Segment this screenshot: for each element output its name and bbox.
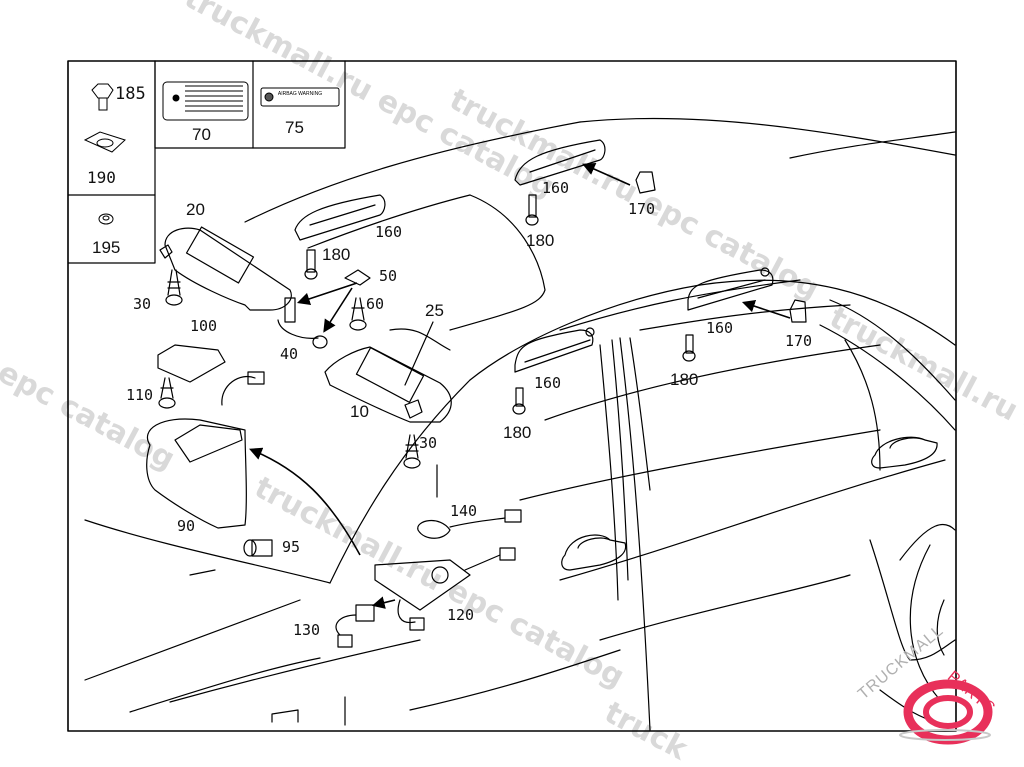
grab-handle-160a [294, 194, 386, 241]
bolt-180a [304, 249, 318, 280]
airbag-warning-text: AIRBAG WARNING [278, 91, 322, 97]
callout-180: 180 [670, 370, 699, 389]
clip-170b [789, 299, 807, 323]
callout-30: 30 [419, 434, 438, 452]
inset-box-top [154, 60, 346, 149]
truckmall-logo [899, 679, 993, 745]
arrow-170-to-160b [741, 299, 791, 319]
lamp-140 [417, 509, 522, 539]
callout-180: 180 [526, 231, 555, 250]
bolt-180b [525, 194, 539, 226]
callout-100: 100 [190, 317, 218, 335]
callout-170: 170 [628, 200, 656, 218]
callout-60: 60 [366, 295, 385, 313]
label-75-icon [260, 87, 340, 107]
callout-120: 120 [447, 606, 475, 624]
arrow-170-to-160 [582, 163, 631, 186]
clip-nut-190-icon [83, 131, 126, 153]
harness-130 [335, 604, 375, 648]
callout-130: 130 [293, 621, 321, 639]
diagram-frame [67, 60, 957, 732]
arrow-120-to-90 [249, 447, 361, 556]
lamp-40 [277, 297, 328, 349]
callout-25: 25 [425, 301, 444, 320]
callout-50: 50 [379, 267, 398, 285]
bolt-180d [682, 334, 696, 362]
bolt-185-icon [91, 83, 114, 111]
leader-line-25 [404, 321, 434, 386]
grab-handle-160c [514, 327, 595, 373]
callout-75: 75 [285, 118, 304, 137]
callout-170: 170 [785, 332, 813, 350]
clip-50 [344, 269, 371, 286]
callout-160: 160 [706, 319, 734, 337]
callout-160: 160 [375, 223, 403, 241]
screw-110 [158, 377, 176, 409]
label-70-icon [162, 81, 249, 121]
callout-190: 190 [87, 168, 116, 187]
callout-180: 180 [322, 245, 351, 264]
callout-160: 160 [534, 374, 562, 392]
switch-120 [374, 547, 516, 631]
screw-30b [403, 434, 421, 469]
callout-180: 180 [503, 423, 532, 442]
callout-90: 90 [177, 517, 196, 535]
washer-195-icon [98, 213, 114, 225]
sun-visor-left-20 [159, 226, 292, 311]
callout-10: 10 [350, 402, 369, 421]
screw-30a [165, 269, 183, 306]
callout-160: 160 [542, 179, 570, 197]
callout-185: 185 [115, 84, 146, 104]
door-pillars [599, 337, 651, 731]
inset-box-left [67, 60, 156, 264]
door-handle-rear [871, 436, 938, 469]
arrow-50-to-40 [296, 282, 358, 306]
grab-handle-160b [514, 139, 606, 186]
callout-110: 110 [126, 386, 154, 404]
door-handle-front [561, 534, 627, 571]
callout-70: 70 [192, 125, 211, 144]
bolt-180c [512, 387, 526, 415]
callout-40: 40 [280, 345, 299, 363]
car-body-lines [84, 117, 956, 726]
callout-30: 30 [133, 295, 152, 313]
arrow-130 [371, 596, 396, 609]
sun-visor-right-10 [324, 346, 452, 423]
arrow-50-to-40b [323, 287, 353, 333]
clip-170a [635, 171, 656, 194]
callout-140: 140 [450, 502, 478, 520]
bulb-95 [243, 539, 273, 557]
screw-60 [349, 297, 367, 331]
console-100 [157, 344, 226, 383]
callout-95: 95 [282, 538, 301, 556]
overhead-console-90 [146, 371, 265, 529]
callout-195: 195 [92, 238, 121, 257]
grab-handle-160d [687, 267, 774, 311]
parts-diagram: AIRBAG WARNING [67, 60, 993, 745]
callout-20: 20 [186, 200, 205, 219]
